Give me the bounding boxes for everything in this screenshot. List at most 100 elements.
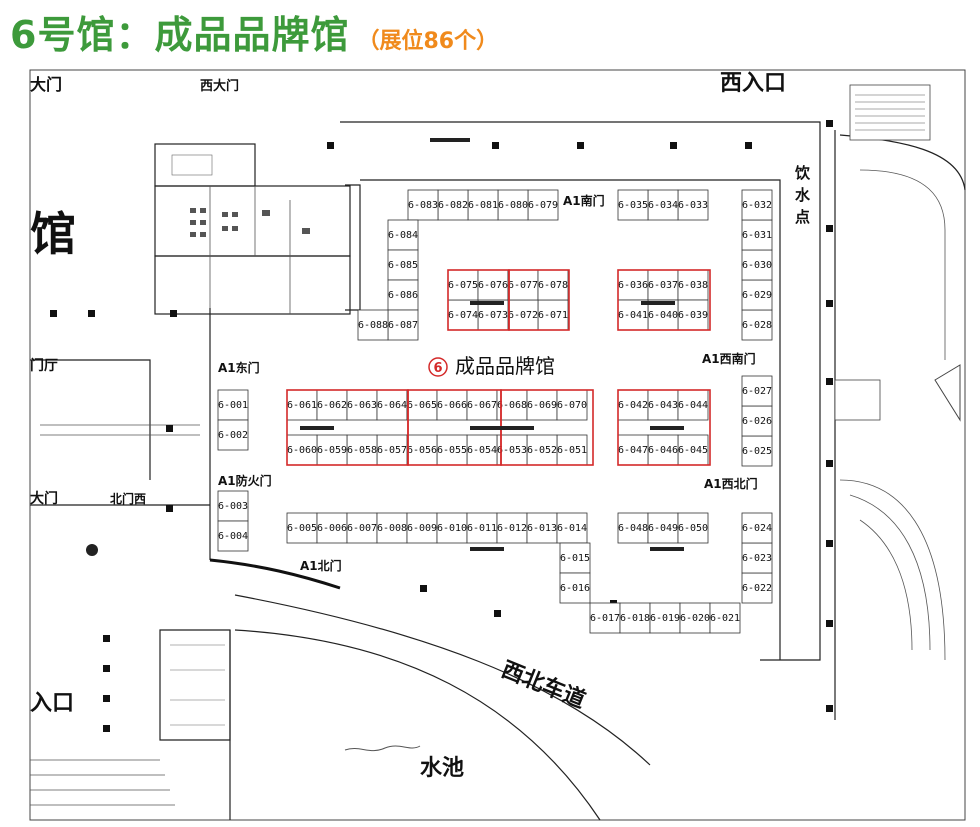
booth[interactable]: 6-048 [617, 512, 649, 544]
booth[interactable]: 6-065 [406, 389, 438, 421]
booth[interactable]: 6-076 [477, 269, 509, 301]
booth[interactable]: 6-085 [387, 249, 419, 281]
booth[interactable]: 6-023 [741, 542, 773, 574]
booth[interactable]: 6-003 [217, 490, 249, 522]
booth-number: 6-066 [437, 400, 467, 411]
booth[interactable]: 6-009 [406, 512, 438, 544]
booth[interactable]: 6-061 [286, 389, 318, 421]
booth[interactable]: 6-019 [649, 602, 681, 634]
booth[interactable]: 6-063 [346, 389, 378, 421]
booth[interactable]: 6-026 [741, 405, 773, 437]
booth[interactable]: 6-046 [647, 434, 679, 466]
booth[interactable]: 6-022 [741, 572, 773, 604]
booth[interactable]: 6-066 [436, 389, 468, 421]
booth[interactable]: 6-082 [437, 189, 469, 221]
booth[interactable]: 6-013 [526, 512, 558, 544]
booth[interactable]: 6-039 [677, 299, 709, 331]
booth[interactable]: 6-062 [316, 389, 348, 421]
booth[interactable]: 6-045 [677, 434, 709, 466]
booth[interactable]: 6-004 [217, 520, 249, 552]
booth[interactable]: 6-050 [677, 512, 709, 544]
booth[interactable]: 6-006 [316, 512, 348, 544]
booth[interactable]: 6-025 [741, 435, 773, 467]
booth[interactable]: 6-087 [387, 309, 419, 341]
booth-box [387, 249, 419, 281]
booth-number: 6-045 [678, 445, 708, 456]
booth-number: 6-025 [742, 446, 772, 457]
booth[interactable]: 6-064 [376, 389, 408, 421]
booth[interactable]: 6-054 [466, 434, 498, 466]
booth[interactable]: 6-016 [559, 572, 591, 604]
booth[interactable]: 6-042 [617, 389, 649, 421]
booth[interactable]: 6-028 [741, 309, 773, 341]
booth[interactable]: 6-070 [556, 389, 588, 421]
booth[interactable]: 6-030 [741, 249, 773, 281]
booth[interactable]: 6-007 [346, 512, 378, 544]
booth[interactable]: 6-038 [677, 269, 709, 301]
booth[interactable]: 6-080 [497, 189, 529, 221]
booth-box [741, 249, 773, 281]
steps-block [159, 629, 231, 741]
booth[interactable]: 6-078 [537, 269, 569, 301]
booth[interactable]: 6-072 [507, 299, 539, 331]
booth[interactable]: 6-027 [741, 375, 773, 407]
booth[interactable]: 6-068 [496, 389, 528, 421]
booth[interactable]: 6-047 [617, 434, 649, 466]
booth-box [556, 512, 588, 544]
booth[interactable]: 6-017 [589, 602, 621, 634]
booth[interactable]: 6-056 [406, 434, 438, 466]
booth[interactable]: 6-035 [617, 189, 649, 221]
booth[interactable]: 6-008 [376, 512, 408, 544]
booth[interactable]: 6-020 [679, 602, 711, 634]
west-stair [834, 379, 881, 421]
booth[interactable]: 6-036 [617, 269, 649, 301]
booth[interactable]: 6-032 [741, 189, 773, 221]
booth[interactable]: 6-033 [677, 189, 709, 221]
booth[interactable]: 6-015 [559, 542, 591, 574]
booth[interactable]: 6-053 [496, 434, 528, 466]
booth[interactable]: 6-060 [286, 434, 318, 466]
booth[interactable]: 6-024 [741, 512, 773, 544]
booth[interactable]: 6-075 [447, 269, 479, 301]
booth[interactable]: 6-043 [647, 389, 679, 421]
booth[interactable]: 6-012 [496, 512, 528, 544]
booth[interactable]: 6-059 [316, 434, 348, 466]
booth[interactable]: 6-005 [286, 512, 318, 544]
booth[interactable]: 6-057 [376, 434, 408, 466]
booth[interactable]: 6-067 [466, 389, 498, 421]
booth-number: 6-036 [618, 280, 648, 291]
booth[interactable]: 6-037 [647, 269, 679, 301]
booth[interactable]: 6-052 [526, 434, 558, 466]
booth[interactable]: 6-081 [467, 189, 499, 221]
booth[interactable]: 6-014 [556, 512, 588, 544]
booth[interactable]: 6-010 [436, 512, 468, 544]
label-a1-east-gate: A1东门 [218, 360, 260, 375]
booth[interactable]: 6-029 [741, 279, 773, 311]
booth[interactable]: 6-086 [387, 279, 419, 311]
booth[interactable]: 6-044 [677, 389, 709, 421]
booth[interactable]: 6-011 [466, 512, 498, 544]
booth[interactable]: 6-074 [447, 299, 479, 331]
booth[interactable]: 6-034 [647, 189, 679, 221]
columns [50, 120, 833, 732]
booth[interactable]: 6-018 [619, 602, 651, 634]
booth[interactable]: 6-058 [346, 434, 378, 466]
booth-number: 6-010 [437, 523, 467, 534]
booth[interactable]: 6-069 [526, 389, 558, 421]
booth[interactable]: 6-088 [357, 309, 389, 341]
booth[interactable]: 6-001 [217, 389, 249, 421]
booth-number: 6-050 [678, 523, 708, 534]
booth[interactable]: 6-084 [387, 219, 419, 251]
booth[interactable]: 6-002 [217, 419, 249, 451]
booth[interactable]: 6-077 [507, 269, 539, 301]
booth[interactable]: 6-021 [709, 602, 741, 634]
booth[interactable]: 6-083 [407, 189, 439, 221]
booth[interactable]: 6-049 [647, 512, 679, 544]
booth[interactable]: 6-055 [436, 434, 468, 466]
booth[interactable]: 6-031 [741, 219, 773, 251]
booth[interactable]: 6-079 [527, 189, 559, 221]
booth[interactable]: 6-051 [556, 434, 588, 466]
booth[interactable]: 6-071 [537, 299, 569, 331]
booth-box [741, 512, 773, 544]
hall-badge-circle [428, 357, 448, 377]
